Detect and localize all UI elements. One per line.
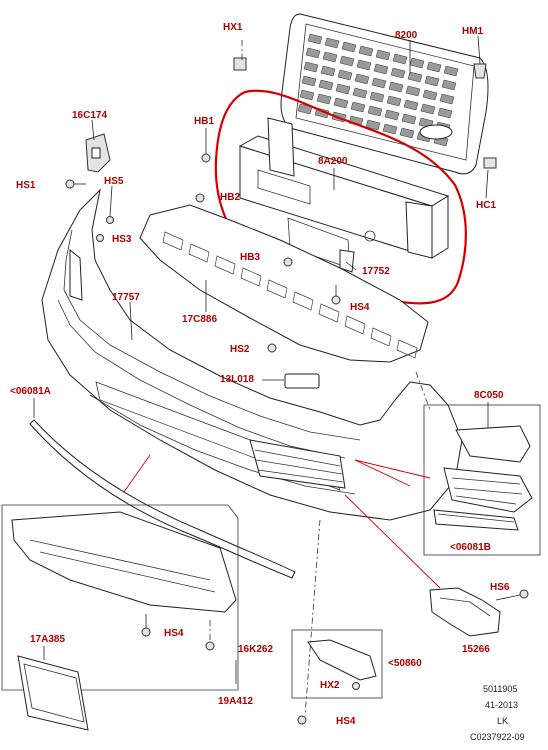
info-line-1: 5011905 (483, 684, 517, 694)
fastener-hc1[interactable] (483, 157, 497, 169)
label-16c174: 16C174 (72, 110, 107, 121)
fastener-hb1[interactable] (201, 153, 211, 163)
label-13l018: 13L018 (220, 374, 254, 385)
bracket-50860-box (291, 629, 383, 699)
label-17757: 17757 (112, 292, 140, 303)
label-50860: <50860 (388, 658, 422, 669)
fastener-hs3[interactable] (96, 234, 104, 242)
label-hm1: HM1 (462, 26, 484, 37)
label-hb1: HB1 (194, 116, 214, 127)
highlight-outline (214, 89, 467, 305)
fastener-hx1[interactable] (233, 57, 247, 71)
label-19a412: 19A412 (218, 696, 253, 707)
fastener-hb2[interactable] (195, 193, 205, 203)
label-hs1: HS1 (16, 180, 36, 191)
reference-arrows (123, 454, 441, 589)
leader-lines (33, 35, 489, 684)
grille-insert-box (423, 404, 541, 556)
label-hs3: HS3 (112, 234, 132, 245)
label-15266: 15266 (462, 644, 490, 655)
radiator-grille[interactable] (280, 13, 489, 175)
label-hs4-lower: HS4 (336, 716, 356, 727)
label-hb2: HB2 (220, 192, 240, 203)
fastener-hb3[interactable] (283, 257, 293, 267)
undershield-17c886[interactable] (139, 204, 429, 363)
fastener-hs4-lower[interactable] (297, 715, 307, 725)
bracket-15266[interactable] (429, 587, 501, 637)
fastener-hm1[interactable] (473, 63, 487, 79)
label-hx1: HX1 (223, 22, 243, 33)
bracket-50860[interactable] (307, 639, 377, 681)
label-hs2: HS2 (230, 344, 250, 355)
under-tray-box (1, 504, 239, 691)
fastener-16k262[interactable] (205, 641, 215, 651)
label-17a385: 17A385 (30, 634, 65, 645)
finisher-strip-06081a[interactable] (29, 419, 296, 579)
label-17c886: 17C886 (182, 314, 217, 325)
fastener-hs2[interactable] (267, 343, 277, 353)
label-hs5: HS5 (104, 176, 124, 187)
alignment-lines (209, 40, 431, 717)
label-06081a: <06081A (10, 386, 51, 397)
info-line-4: C0237922-09 (470, 732, 525, 742)
label-17752: 17752 (362, 266, 390, 277)
fastener-hs4-upper[interactable] (331, 285, 341, 305)
fastener-hs6[interactable] (495, 589, 529, 601)
label-8a200: 8A200 (318, 156, 348, 167)
plate-bracket-17a385[interactable] (17, 655, 89, 731)
under-tray-19a412[interactable] (11, 511, 237, 613)
label-06081b: <06081B (450, 542, 491, 553)
label-hx2: HX2 (320, 680, 340, 691)
label-16k262: 16K262 (238, 644, 273, 655)
fastener-hs1[interactable] (65, 179, 86, 189)
grille-insert-8c050[interactable] (433, 425, 533, 531)
label-hc1: HC1 (476, 200, 496, 211)
fastener-hs5[interactable] (106, 216, 114, 224)
bracket-16c174[interactable] (85, 133, 111, 173)
info-line-2: 41-2013 (485, 700, 518, 710)
label-hs4-mid: HS4 (164, 628, 184, 639)
label-hs4-upper: HS4 (350, 302, 370, 313)
info-line-3: LK (497, 716, 508, 726)
part-13l018[interactable] (284, 373, 320, 389)
bumper-cover-17757[interactable] (41, 188, 463, 521)
fastener-hs4-mid[interactable] (141, 614, 151, 637)
label-hs6: HS6 (490, 582, 510, 593)
label-8c050: 8C050 (474, 390, 504, 401)
front-reinforcement[interactable] (238, 117, 450, 273)
fastener-hx2[interactable] (352, 682, 360, 690)
undershield-ribs (162, 231, 418, 359)
label-hb3: HB3 (240, 252, 260, 263)
label-8200: 8200 (395, 30, 418, 41)
